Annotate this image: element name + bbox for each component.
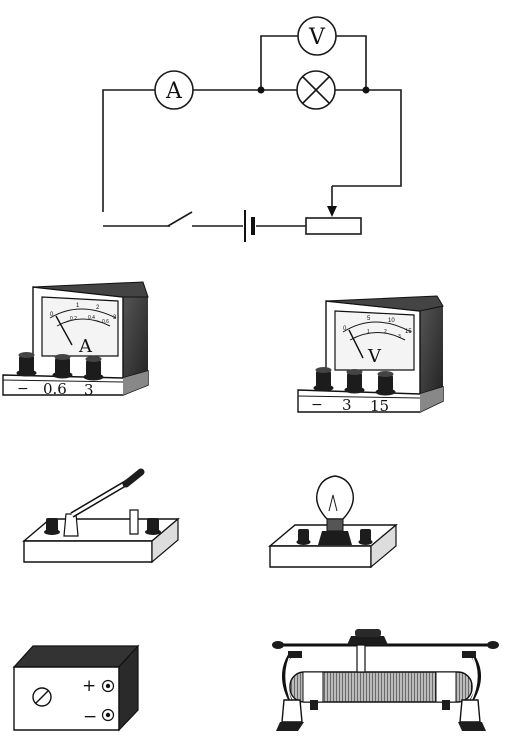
rheostat-slider[interactable]: [347, 629, 388, 673]
rheostat-rod-end-left[interactable]: [272, 641, 284, 649]
lamp-terminal-right[interactable]: [358, 529, 373, 545]
voltmeter-scale-10: 10: [388, 318, 395, 324]
voltmeter-label-3: 3: [342, 396, 352, 414]
power-minus-sign: −: [83, 707, 97, 727]
battery-symbol: [244, 210, 255, 242]
power-supply: + −: [12, 644, 140, 732]
junction-dot-right: [362, 86, 370, 94]
ammeter-symbol: A: [154, 70, 194, 110]
ammeter-label-neg: −: [17, 381, 29, 397]
power-terminal-negative[interactable]: [101, 708, 115, 722]
rheostat-rod-end-right[interactable]: [487, 641, 499, 649]
switch-handle[interactable]: [122, 468, 145, 488]
voltmeter-scale-15: 15: [405, 329, 412, 335]
switch-terminal-right[interactable]: [145, 518, 161, 535]
voltmeter-needle: [348, 329, 364, 359]
rheostat-coil: [289, 671, 473, 703]
rheostat-stand-right: [458, 650, 486, 731]
ammeter-terminal-3[interactable]: [83, 356, 104, 381]
ammeter-scale-1: 1: [76, 303, 80, 309]
ammeter-label-0-6: 0.6: [43, 380, 67, 398]
voltmeter-subscale-2: 2: [384, 329, 387, 335]
lamp-bulb: [315, 475, 355, 520]
knife-switch[interactable]: [22, 468, 180, 564]
voltmeter-terminal-neg[interactable]: [313, 367, 334, 392]
sliding-rheostat: [272, 629, 499, 731]
ammeter-face-letter: A: [78, 336, 93, 357]
power-knob[interactable]: [32, 687, 52, 707]
voltmeter-subscale-1: 1: [367, 329, 370, 335]
circuit-schematic: A V: [102, 16, 402, 242]
ammeter-scale-2: 2: [96, 305, 100, 311]
ammeter-scale-3: 3: [113, 315, 117, 321]
voltmeter-scale-5: 5: [367, 316, 371, 322]
power-plus-sign: +: [82, 676, 96, 696]
rheostat-terminal-left[interactable]: [310, 700, 318, 710]
voltmeter-scale-0: 0: [343, 326, 347, 332]
voltmeter-terminal-15[interactable]: [375, 371, 396, 396]
lamp-terminal-left[interactable]: [296, 529, 311, 545]
voltmeter-label-15: 15: [370, 397, 389, 415]
ammeter-terminal-0-6[interactable]: [52, 354, 73, 379]
circuit-wires: [102, 35, 402, 227]
rheostat-stand-left: [276, 650, 304, 731]
voltmeter-subscale-3: 3: [398, 334, 401, 340]
ammeter-subscale-2: 0.4: [88, 315, 95, 321]
ammeter-subscale-3: 0.6: [102, 319, 109, 325]
voltmeter-symbol: V: [297, 16, 337, 56]
switch-symbol: [167, 211, 193, 227]
rheostat-symbol: [305, 186, 362, 235]
lamp-symbol: [296, 70, 336, 110]
power-terminal-positive[interactable]: [101, 679, 115, 693]
voltmeter-device: 0 5 10 15 1 2 3 V − 3 15: [297, 295, 444, 415]
ammeter-subscale-1: 0.2: [70, 316, 77, 322]
ammeter-scale-0: 0: [50, 312, 54, 318]
lamp-device: [268, 475, 398, 569]
ammeter-device: 0 1 2 3 0.2 0.4 0.6 A − 0.6 3: [2, 281, 149, 399]
junction-dot-left: [257, 86, 265, 94]
voltmeter-symbol-label: V: [308, 25, 326, 50]
ammeter-needle: [55, 315, 73, 346]
ammeter-label-3: 3: [84, 381, 94, 399]
voltmeter-face-letter: V: [367, 346, 382, 367]
ammeter-symbol-label: A: [165, 79, 183, 104]
rheostat-terminal-right[interactable]: [442, 700, 450, 710]
ammeter-terminal-neg[interactable]: [16, 352, 37, 377]
switch-terminal-left[interactable]: [44, 518, 60, 535]
voltmeter-terminal-3[interactable]: [344, 369, 365, 394]
voltmeter-label-neg: −: [311, 397, 323, 413]
